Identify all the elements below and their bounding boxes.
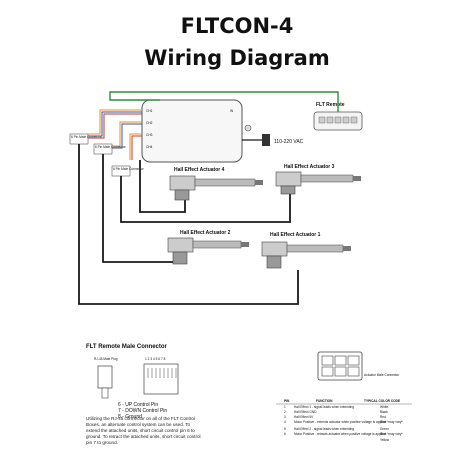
actuator-4: Hall Effect Actuator 4 [169, 167, 263, 201]
connector-heading: FLT Remote Male Connector [86, 344, 168, 350]
pin-row-3-color: Red [380, 415, 386, 419]
remote-wire [109, 91, 339, 112]
pin-6-desc: 6 - UP Control Pin [118, 402, 158, 408]
rj45-plug-side [97, 365, 113, 399]
port-ch1: CH1 [146, 109, 153, 113]
port-ch3: CH3 [146, 133, 153, 137]
pin-table: PIN FUNCTION TYPICAL COLOR CODE 1 Hall E… [276, 399, 412, 442]
control-box-ports: CH1 CH2 CH3 CH4 IN [146, 109, 234, 149]
voltage-label: 110-220 VAC [274, 139, 304, 145]
alternate-control-note: Utilizing the RJ-45 connector on all of … [86, 416, 201, 445]
pin-row-3-function: Hall Effect 5V [294, 415, 314, 419]
pin-table-header-function: FUNCTION [316, 399, 333, 403]
actuator-male-label: Actuator Male Connector [364, 373, 400, 377]
ac-plug [262, 134, 270, 146]
pin-row-4-pin: 4 [284, 420, 286, 424]
left-6pin-label: 6 Pin Male Connector [71, 135, 103, 139]
port-ch2: CH2 [146, 121, 153, 125]
pin-table-header-color: TYPICAL COLOR CODE [364, 399, 400, 403]
flt-remote-label: FLT Remote [316, 102, 345, 108]
cable-actuator-4 [139, 160, 186, 213]
ch2-wire-blue [112, 123, 142, 149]
actuator-4-label: Hall Effect Actuator 4 [174, 167, 225, 173]
cable-actuator-1 [78, 144, 299, 305]
pin-row-5-function: Hall Effect 2 - signal leads when extend… [294, 427, 354, 431]
pin-8-desc: 8 - Ground [118, 414, 142, 420]
pin-row-3-pin: 3 [284, 415, 286, 419]
port-ch4: CH4 [146, 145, 153, 149]
actuator-male-connector [317, 351, 363, 381]
ch3-wire-orange [129, 133, 142, 160]
pin-row-4-color: Blue *may vary* [380, 420, 403, 424]
mount-hole [244, 124, 252, 132]
actuator-1-label: Hall Effect Actuator 1 [270, 232, 321, 238]
pin-row-extra-color: Yellow [380, 438, 390, 442]
actuator-1: Hall Effect Actuator 1 [261, 232, 351, 269]
control-box [141, 99, 243, 163]
pin-7-desc: 7 - DOWN Control Pin [118, 408, 167, 414]
pin-row-5-color: Green [380, 427, 389, 431]
ch2-wire-orange [112, 121, 142, 147]
ch1-wire-orange [88, 109, 142, 135]
remote-buttons [318, 116, 358, 124]
rj45-label: RJ-45 Male Plug [94, 357, 118, 361]
actuator-3: Hall Effect Actuator 3 [275, 164, 361, 195]
cable-actuator-3 [120, 176, 291, 223]
pin-row-1-color: White [380, 405, 388, 409]
actuator-2: Hall Effect Actuator 2 [167, 230, 249, 265]
diagram-title: FLTCON-4 [180, 14, 294, 38]
pin-table-header-pin: PIN [284, 399, 290, 403]
pin-row-1-function: Hall Effect 1 - signal leads when extend… [294, 405, 354, 409]
ch3-wire-red [131, 135, 142, 160]
pin-row-4-function: Motor Positive - extends actuator when p… [294, 420, 387, 424]
ch1-wire-red [88, 113, 142, 139]
pin-row-2-color: Black [380, 410, 388, 414]
port-in: IN [230, 109, 234, 113]
pin-row-6-pin: 6 [284, 432, 286, 436]
actuator-2-label: Hall Effect Actuator 2 [180, 230, 231, 236]
pin-row-2-function: Hall Effect GND [294, 410, 317, 414]
rj45-pin-numbers: 1 2 3 4 5 6 7 8 [145, 357, 166, 361]
ch1-wire-blue [88, 111, 142, 137]
pin-row-6-function: Motor Positive - retracts actuator when … [294, 432, 386, 436]
six-pin-a-label: 6 Pin Male Connector [95, 145, 127, 149]
actuator-3-label: Hall Effect Actuator 3 [284, 164, 335, 170]
six-pin-b-label: 6 Pin Male Connector [113, 167, 145, 171]
rj45-plug-front [143, 363, 179, 395]
pin-row-5-pin: 5 [284, 427, 286, 431]
pin-row-1-pin: 1 [284, 405, 286, 409]
diagram-subtitle: Wiring Diagram [144, 46, 330, 70]
pin-row-2-pin: 2 [284, 410, 286, 414]
pin-row-6-color: Blue *may vary* [380, 432, 403, 436]
